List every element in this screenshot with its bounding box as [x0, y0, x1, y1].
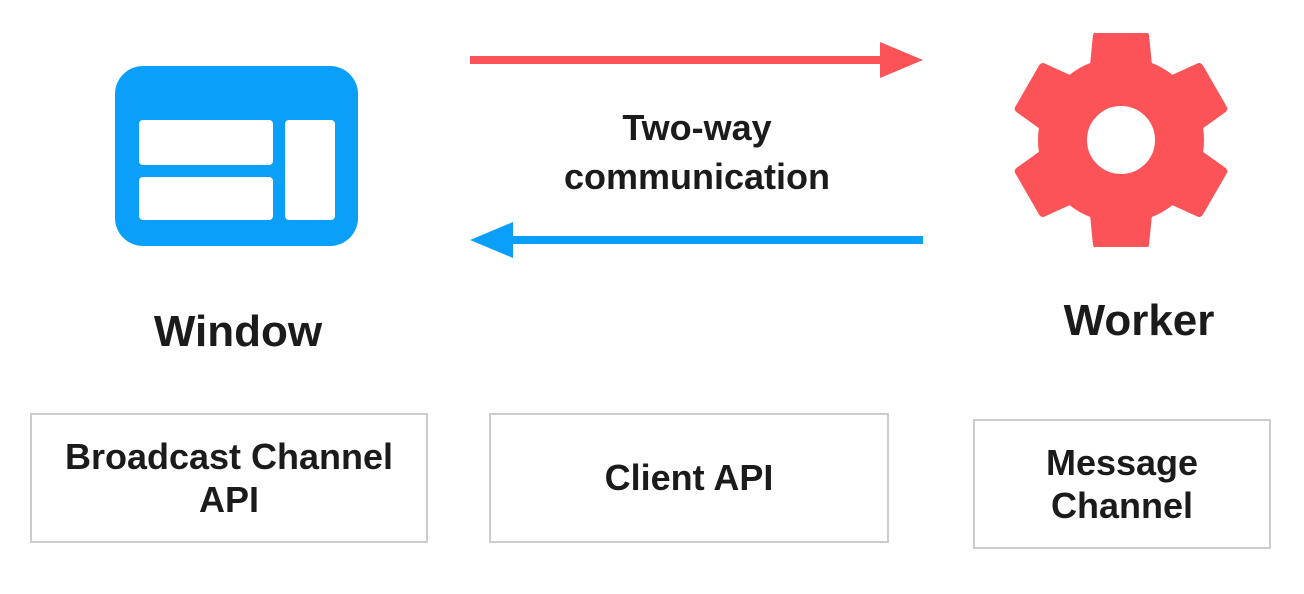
- api-box-label-line1: Client API: [604, 457, 774, 499]
- arrow-worker-to-window: [470, 222, 923, 258]
- gear-shape: [1014, 33, 1228, 247]
- api-box-label: Client API: [605, 456, 774, 499]
- api-box-label-line2: Channel: [1050, 485, 1193, 526]
- browser-content-row-top: [139, 120, 273, 165]
- arrow-head-left: [470, 222, 513, 258]
- api-box-client-api: Client API: [489, 413, 889, 543]
- arrow-shaft: [508, 236, 923, 244]
- gear-icon: [1014, 33, 1228, 247]
- connection-label: Two-way communication: [467, 104, 927, 201]
- browser-content-row-bottom: [139, 177, 273, 220]
- api-box-label-line2: API: [198, 479, 259, 520]
- api-box-label-line1: Broadcast Channel: [64, 435, 394, 477]
- connection-label-line2: communication: [563, 155, 831, 197]
- api-box-message-channel: Message Channel: [973, 419, 1271, 549]
- connection-label-line1: Two-way: [622, 107, 772, 148]
- browser-window-icon: [115, 66, 358, 246]
- worker-node-label: Worker: [1063, 296, 1215, 345]
- arrow-window-to-worker: [470, 42, 923, 78]
- arrow-shaft: [470, 56, 885, 64]
- browser-sidebar-panel: [285, 120, 335, 220]
- window-node-label: Window: [153, 307, 323, 356]
- api-box-label: Message Channel: [1046, 441, 1198, 527]
- api-box-broadcast-channel: Broadcast Channel API: [30, 413, 428, 543]
- api-box-label-line1: Message: [1045, 441, 1199, 483]
- api-box-label: Broadcast Channel API: [65, 435, 393, 521]
- arrow-head-right: [880, 42, 923, 78]
